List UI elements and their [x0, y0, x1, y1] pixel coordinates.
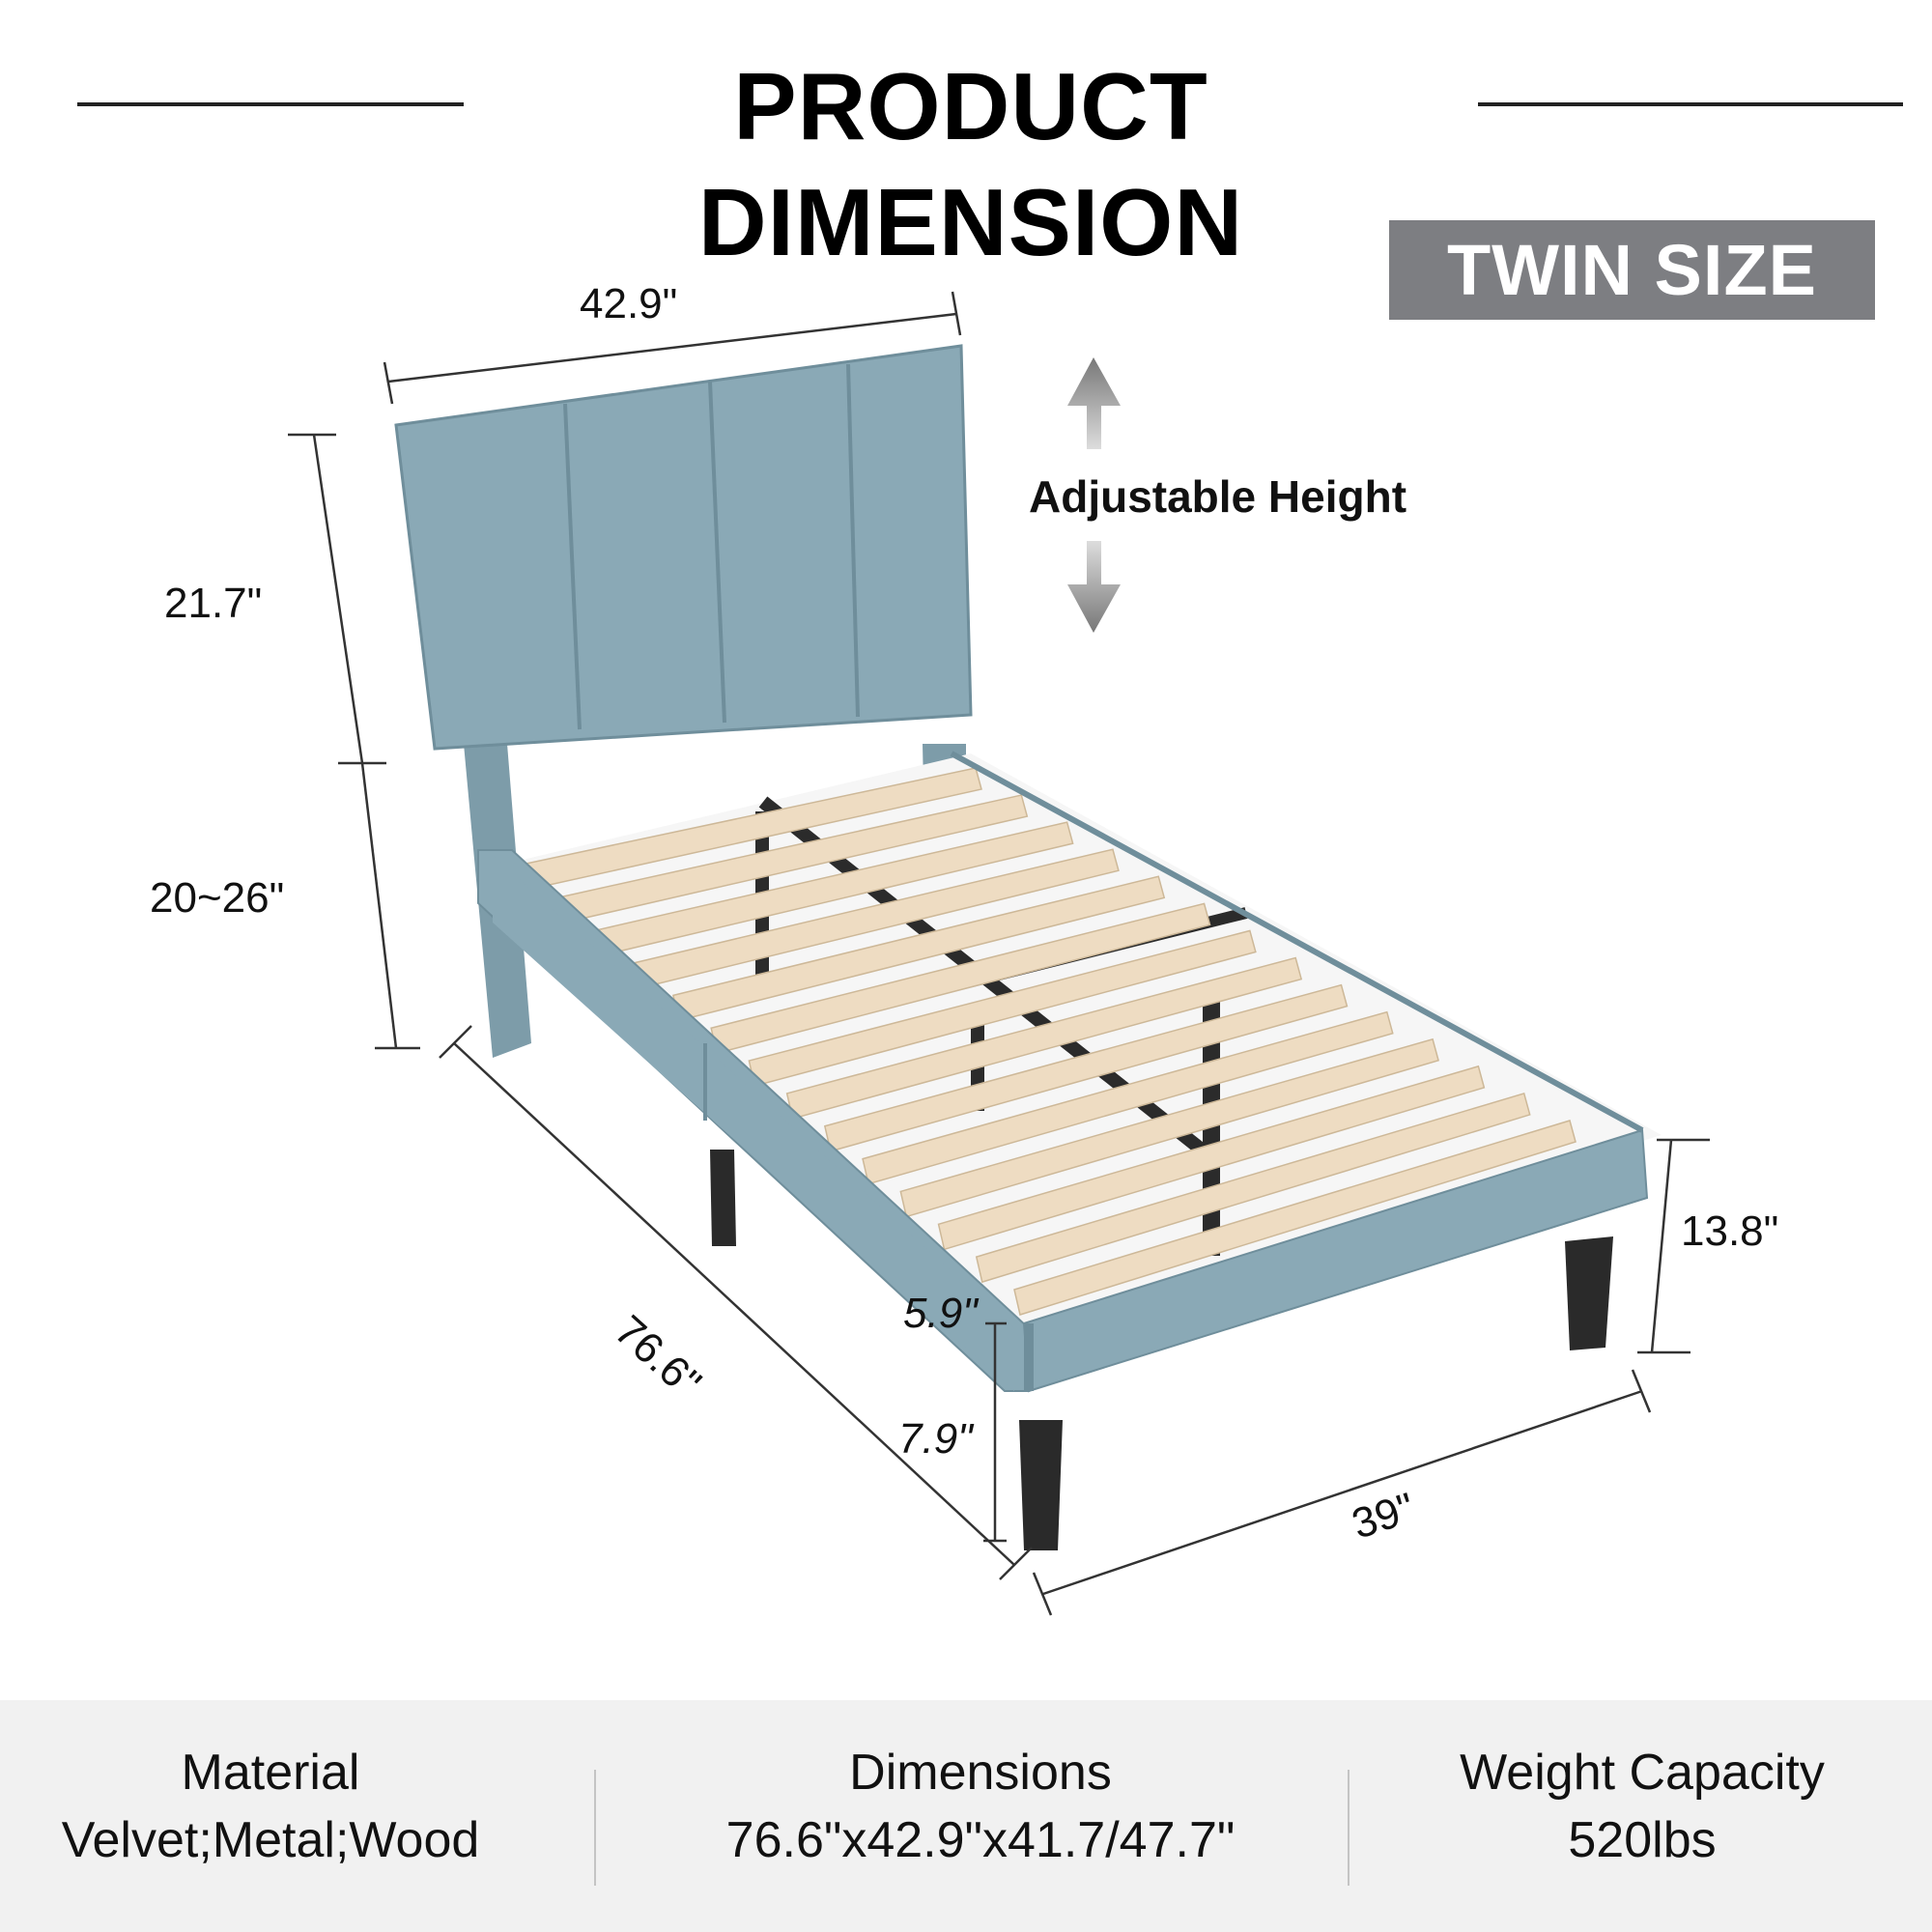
bed-legs	[710, 1150, 1613, 1550]
title-rule-right	[1478, 102, 1903, 106]
spec-value: 76.6"x42.9"x41.7/47.7"	[725, 1812, 1236, 1868]
slat	[975, 1092, 1531, 1284]
spec-label: Dimensions	[849, 1745, 1112, 1801]
dim-headboard-height: 21.7"	[164, 580, 263, 627]
spec-material: Material Velvet;Metal;Wood	[19, 1739, 522, 1874]
dim-side-height: 5.9"	[903, 1290, 978, 1337]
side-rail	[477, 849, 1030, 1392]
spec-label: Weight Capacity	[1460, 1745, 1825, 1801]
title-block: PRODUCT DIMENSION	[0, 48, 1932, 275]
headboard	[394, 344, 973, 751]
spec-label: Material	[181, 1745, 360, 1801]
title-rule-left	[77, 102, 464, 106]
dim-leg-height: 7.9"	[898, 1415, 973, 1463]
slat	[862, 1010, 1394, 1185]
spec-weight: Weight Capacity 520lbs	[1372, 1739, 1913, 1874]
dim-total-height: 13.8"	[1681, 1208, 1779, 1255]
dim-width-top: 42.9"	[580, 280, 678, 327]
spec-divider	[594, 1770, 596, 1886]
size-badge: TWIN SIZE	[1389, 220, 1875, 320]
slat	[899, 1037, 1439, 1218]
spec-footer: Material Velvet;Metal;Wood Dimensions 76…	[0, 1700, 1932, 1932]
foot-rail	[950, 751, 1649, 1393]
down-arrow-icon	[1067, 541, 1121, 633]
slat	[937, 1065, 1486, 1251]
spec-dimensions: Dimensions 76.6"x42.9"x41.7/47.7"	[618, 1739, 1343, 1874]
adjustable-height-label: Adjustable Height	[1029, 471, 1407, 522]
up-arrow-icon	[1067, 357, 1121, 449]
spec-value: 520lbs	[1568, 1812, 1717, 1868]
spec-value: Velvet;Metal;Wood	[61, 1812, 480, 1868]
dimension-lines	[288, 291, 1710, 1616]
slat	[1013, 1120, 1577, 1316]
page-title: PRODUCT DIMENSION	[697, 53, 1244, 275]
wood-slats	[521, 767, 1577, 1316]
dim-leg-range: 20~26"	[150, 874, 285, 922]
spec-divider	[1348, 1770, 1350, 1886]
